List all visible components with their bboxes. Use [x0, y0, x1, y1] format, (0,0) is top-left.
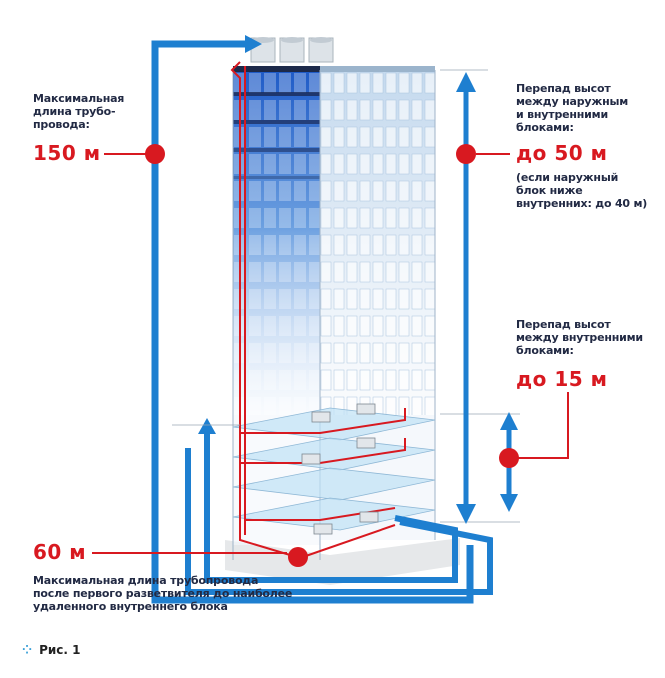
indoor-units [301, 403, 379, 535]
height-diff-outdoor-note: (если наружный блок ниже внутренних: до … [516, 171, 648, 210]
height-diff-indoor-value: до 15 м [516, 367, 608, 391]
height-arrow-outdoor [456, 72, 476, 524]
height-diff-indoor-title: Перепад высот между внутренними блоками: [516, 318, 643, 357]
main-pipe-blue [151, 40, 474, 604]
building-tower [232, 66, 436, 560]
outdoor-units [250, 37, 334, 63]
max-pipe-length-value: 150 м [33, 141, 101, 165]
branch-pipe-blue [185, 430, 493, 595]
branch-length-value: 60 м [33, 540, 87, 564]
branch-length-title: Максимальная длина трубопровода после пе… [33, 574, 293, 613]
pipe-arrow-head [245, 35, 262, 53]
caption-text: Рис. 1 [39, 643, 81, 657]
reference-lines [172, 69, 520, 523]
caption-dots-icon: ⁘ [22, 643, 32, 657]
branch-arrow-up [198, 418, 216, 434]
leader-lines [92, 153, 569, 554]
dot-height-outdoor [456, 144, 476, 164]
figure-caption: ⁘ Рис. 1 [22, 643, 80, 657]
height-diff-outdoor-value: до 50 м [516, 141, 608, 165]
dot-branch-length [288, 547, 308, 567]
height-diff-outdoor-title: Перепад высот между наружным и внутренни… [516, 82, 629, 134]
ground-shadow [225, 538, 460, 585]
max-pipe-length-title: Максимальная длина трубо- провода: [33, 92, 125, 131]
dot-max-pipe-length [145, 144, 165, 164]
dot-height-indoor [499, 448, 519, 468]
